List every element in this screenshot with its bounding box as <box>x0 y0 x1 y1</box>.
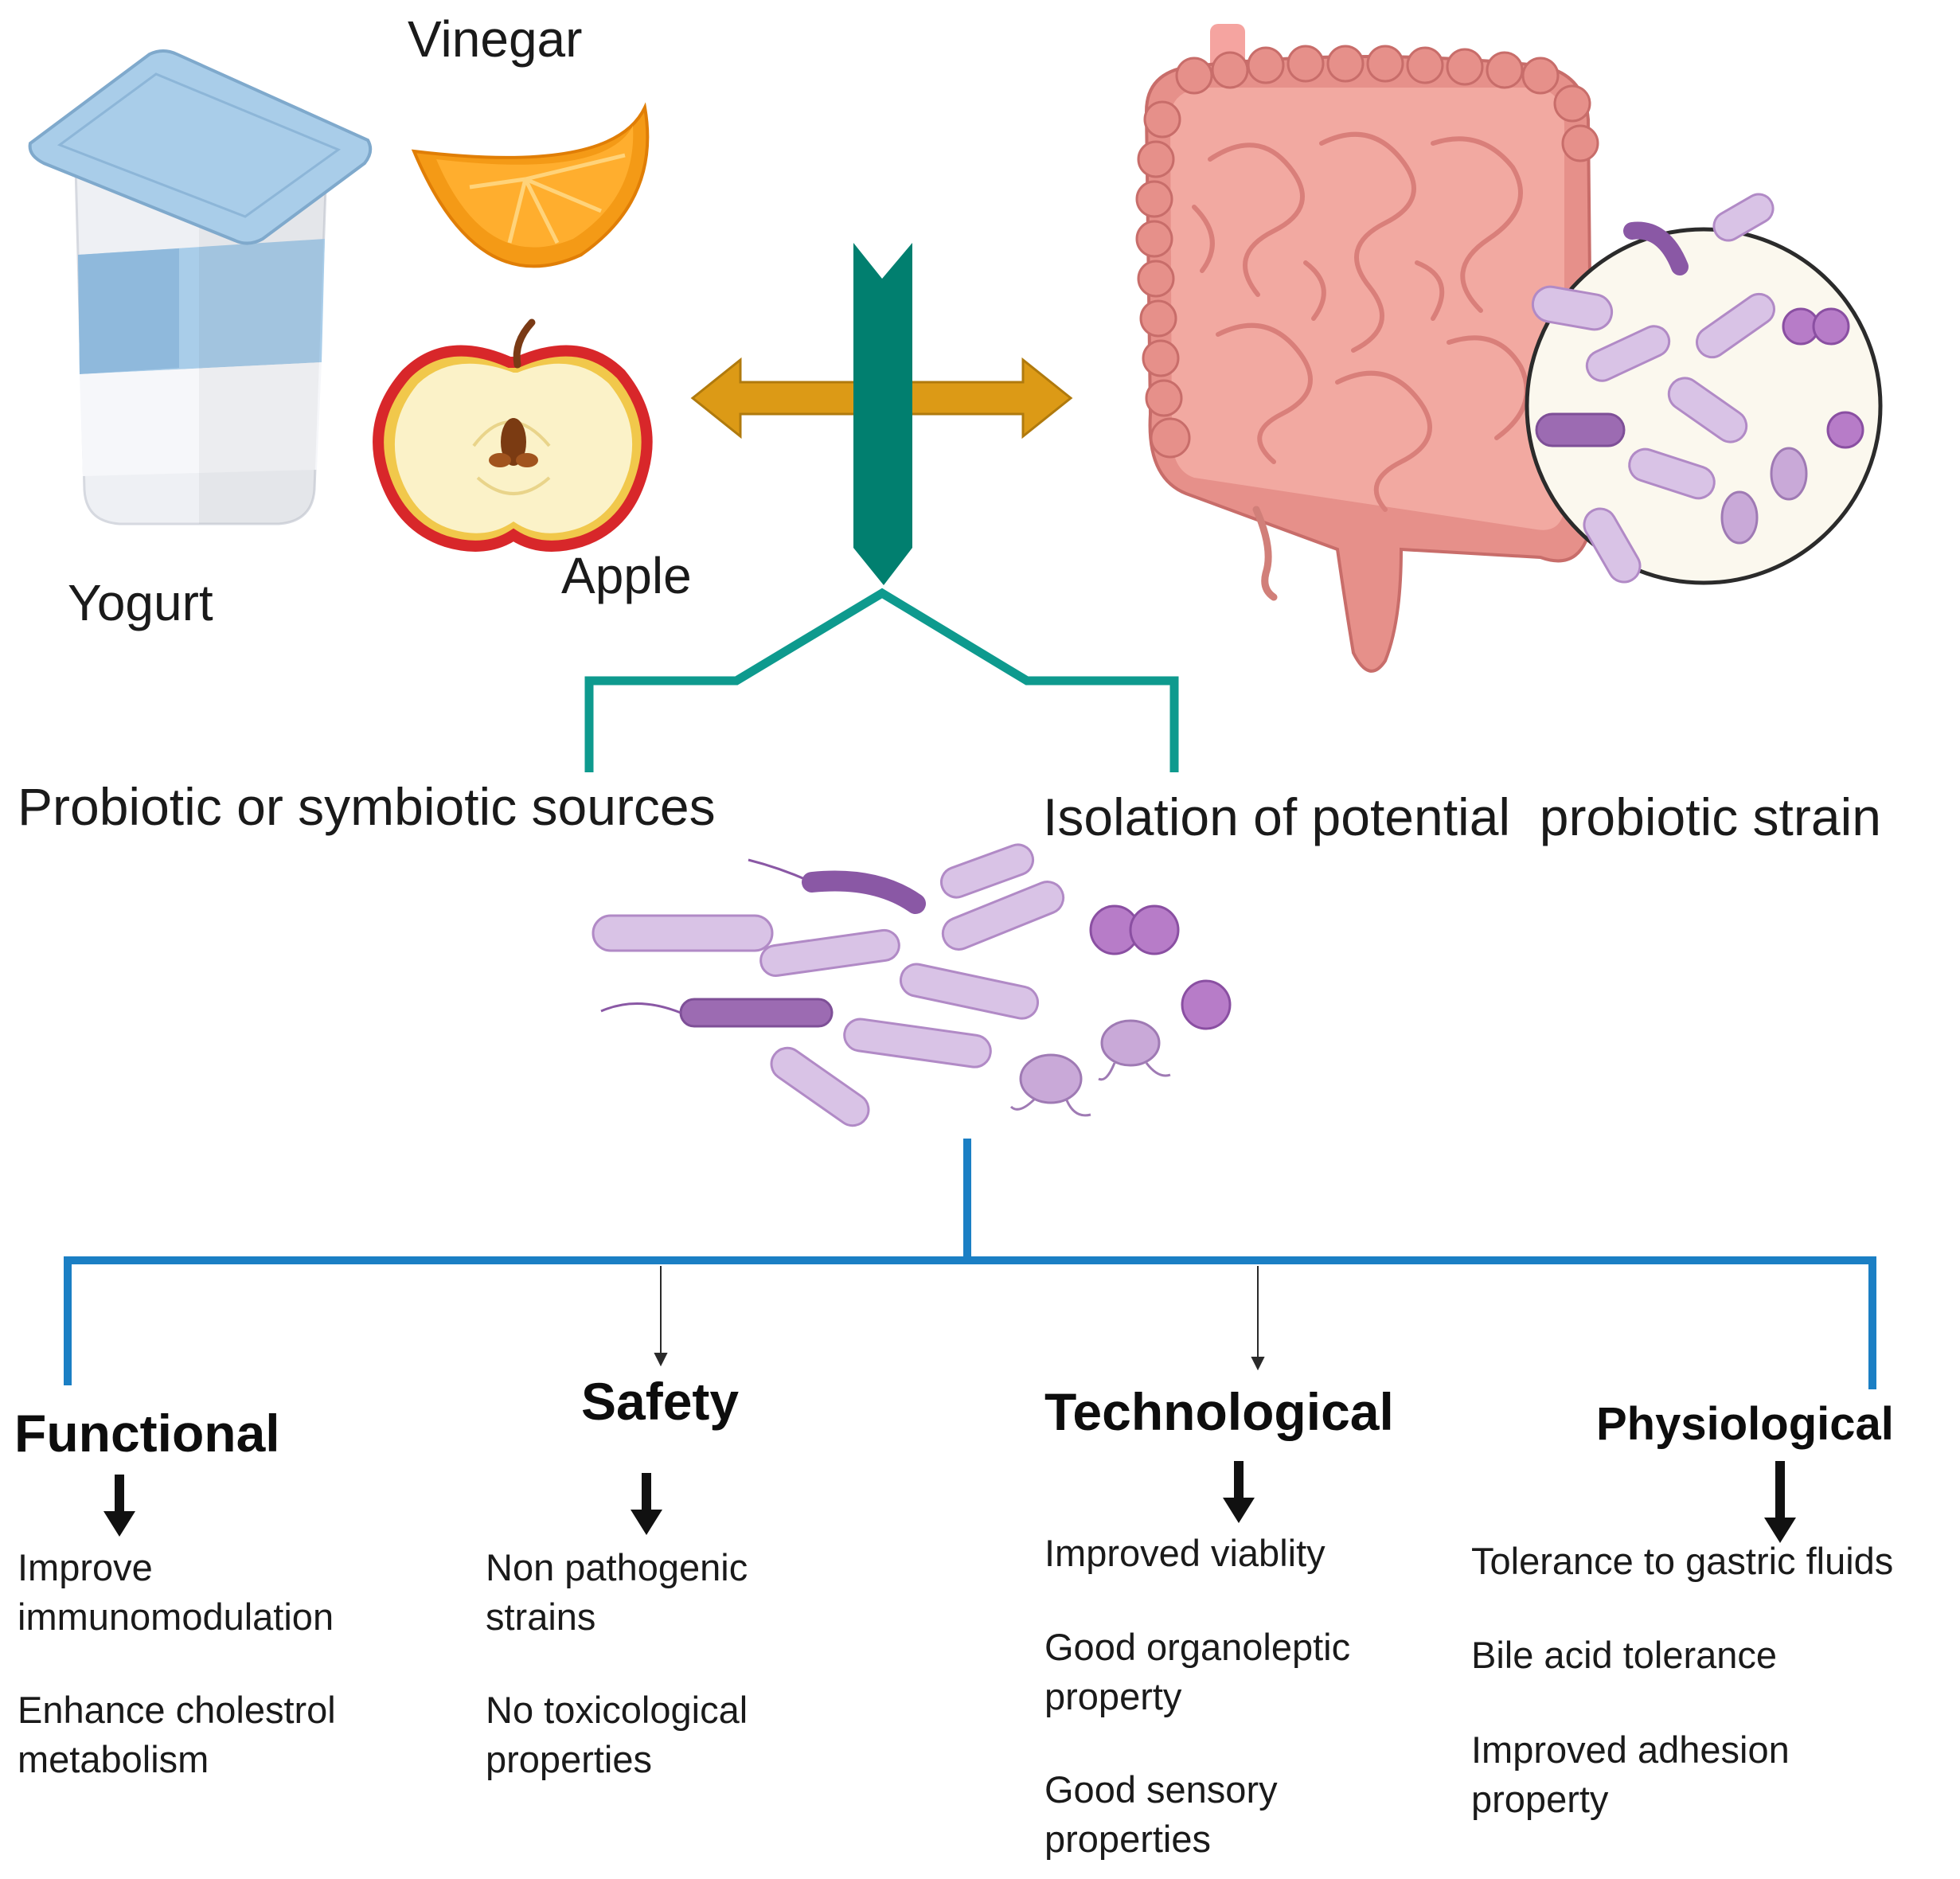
physiological-item: Improved adhesion property <box>1471 1729 1790 1820</box>
category-physiological-title: Physiological <box>1596 1398 1894 1450</box>
down-arrow-icon <box>631 1473 662 1535</box>
isolation-label: Isolation of potential probiotic strain <box>1043 787 1881 846</box>
down-chevron-arrow-icon <box>853 243 912 585</box>
apple-icon <box>373 318 653 552</box>
sources-label: Probiotic or symbiotic sources <box>18 777 716 836</box>
split-connector <box>584 588 1179 772</box>
safety-item: No toxicological properties <box>486 1689 748 1780</box>
down-arrow-icon <box>103 1475 135 1537</box>
yogurt-icon <box>28 49 373 525</box>
category-functional-title: Functional <box>14 1404 280 1463</box>
technological-item: Good organoleptic property <box>1044 1626 1351 1717</box>
orange-slice-icon <box>411 102 650 268</box>
functional-item: Improve immunomodulation <box>18 1546 334 1638</box>
technological-item: Improved viablity <box>1044 1532 1326 1574</box>
thin-arrows <box>654 1266 1265 1371</box>
yogurt-label: Yogurt <box>68 574 213 631</box>
down-arrow-icon <box>1764 1461 1796 1543</box>
down-arrow-icon <box>1223 1461 1255 1523</box>
bacteria-cluster-icon <box>592 843 1232 1127</box>
category-technological-title: Technological <box>1044 1382 1394 1441</box>
apple-label: Apple <box>561 547 692 604</box>
down-arrows <box>103 1461 1796 1543</box>
technological-item: Good sensory properties <box>1044 1768 1278 1860</box>
vinegar-label: Vinegar <box>408 10 583 68</box>
category-safety-title: Safety <box>581 1372 740 1431</box>
physiological-item: Bile acid tolerance <box>1471 1634 1778 1676</box>
safety-item: Non pathogenic strains <box>486 1546 748 1638</box>
bacteria-magnifier <box>1525 193 1883 585</box>
category-connector <box>64 1139 1876 1389</box>
intestine-icon <box>1135 24 1599 673</box>
functional-item: Enhance cholestrol metabolism <box>18 1689 336 1780</box>
physiological-item: Tolerance to gastric fluids <box>1471 1540 1894 1582</box>
